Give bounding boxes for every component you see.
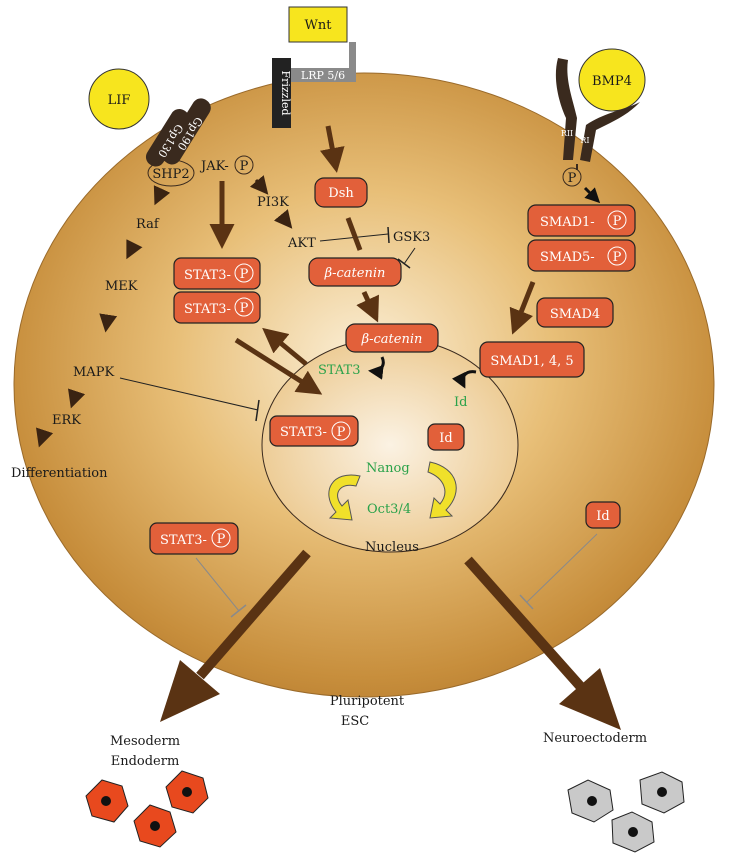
- ri-label: RI: [580, 136, 589, 145]
- svg-text:β-catenin: β-catenin: [361, 332, 423, 347]
- svg-text:SMAD1-: SMAD1-: [540, 215, 595, 230]
- nanog-oct-loop-left: [328, 474, 361, 521]
- beta-catenin-cyto-box: β-catenin: [308, 257, 402, 287]
- arrow-to-neuro: [464, 556, 621, 730]
- bmp-phospho: [562, 167, 582, 187]
- svg-text:P: P: [240, 301, 249, 316]
- endoderm-label: Endoderm: [111, 754, 180, 769]
- svg-text:SMAD4: SMAD4: [550, 307, 600, 322]
- lif-ligand: [88, 68, 150, 130]
- nucleus-stat3p-box: STAT3- P: [269, 415, 359, 447]
- svg-text:Id: Id: [596, 509, 609, 524]
- nanog-label: Nanog: [366, 461, 410, 476]
- jak-label: JAK-: [199, 159, 229, 174]
- pi3k-label: PI3K: [257, 195, 289, 210]
- lower-id-box: Id: [585, 501, 621, 529]
- jak-phospho: [234, 155, 254, 175]
- differentiation-label: Differentiation: [11, 466, 108, 481]
- bmp4-label: BMP4: [592, 74, 632, 89]
- smad1p-box: SMAD1- P: [527, 204, 636, 237]
- lower-stat3p-box: STAT3- P: [149, 522, 239, 555]
- mapk-inhibition: [119, 377, 259, 411]
- svg-text:β-catenin: β-catenin: [324, 266, 386, 281]
- shp2-label: SHP2: [152, 167, 189, 182]
- neuro-cell: [639, 771, 685, 814]
- gsk3-label: GSK3: [393, 230, 430, 245]
- shp2-node: [147, 159, 195, 187]
- svg-text:SMAD5-: SMAD5-: [540, 250, 595, 265]
- neuro-cell: [567, 779, 614, 823]
- nucleus-label: Nucleus: [365, 540, 419, 555]
- beta-catenin-nuc-box: β-catenin: [345, 323, 439, 353]
- nucleus-id-label: Id: [454, 395, 467, 410]
- stat3p-box-2: STAT3- P: [173, 291, 261, 324]
- svg-text:STAT3-: STAT3-: [280, 425, 327, 440]
- cell-label-line2: ESC: [341, 714, 369, 729]
- meso-cell: [85, 779, 129, 823]
- akt-label: AKT: [287, 236, 316, 251]
- rii-label: RII: [561, 129, 573, 138]
- nanog-oct-loop-right: [427, 461, 457, 519]
- nucleus-id-box: Id: [427, 423, 465, 451]
- svg-text:P: P: [240, 159, 249, 174]
- mapk-label: MAPK: [73, 365, 114, 380]
- svg-text:P: P: [217, 532, 226, 547]
- frizzled-label: Frizzled: [279, 70, 292, 115]
- smad145-box: SMAD1, 4, 5: [479, 341, 585, 378]
- smad5p-box: SMAD5- P: [527, 239, 636, 272]
- meso-cell: [133, 804, 177, 848]
- neuroectoderm-label: Neuroectoderm: [543, 731, 647, 746]
- meso-cell: [165, 770, 209, 814]
- nucleus-stat3-label: STAT3: [318, 363, 361, 378]
- wnt-ligand: Wnt: [288, 6, 348, 43]
- frizzled-receptor: Frizzled: [272, 58, 292, 128]
- svg-text:SMAD1, 4, 5: SMAD1, 4, 5: [490, 354, 573, 369]
- bmp-receptors: RII RI: [555, 58, 640, 162]
- neuro-cell: [611, 811, 655, 853]
- svg-text:P: P: [568, 171, 577, 186]
- svg-text:P: P: [337, 425, 346, 440]
- erk-label: ERK: [52, 413, 81, 428]
- wnt-label: Wnt: [305, 18, 333, 33]
- svg-text:P: P: [613, 250, 622, 265]
- cell-label-line1: Pluripotent: [330, 694, 405, 709]
- svg-text:STAT3-: STAT3-: [160, 533, 207, 548]
- stat3p-box-1: STAT3- P: [173, 257, 261, 290]
- id-inhibits-neuro: [526, 533, 598, 603]
- lif-label: LIF: [108, 93, 131, 108]
- gsk3-inhibits-bcat: [403, 247, 416, 265]
- arrow-to-meso: [160, 549, 311, 722]
- stat3p-inhibits-meso: [195, 557, 240, 612]
- svg-text:STAT3-: STAT3-: [184, 268, 231, 283]
- svg-text:Dsh: Dsh: [328, 186, 354, 201]
- svg-text:P: P: [240, 267, 249, 282]
- oct-label: Oct3/4: [367, 502, 411, 517]
- mesoderm-label: Mesoderm: [110, 734, 180, 749]
- lrp-label: LRP 5/6: [301, 69, 345, 82]
- mek-label: MEK: [105, 279, 138, 294]
- dsh-box: Dsh: [314, 177, 368, 208]
- lrp-receptor: LRP 5/6: [291, 42, 356, 82]
- svg-text:Id: Id: [439, 431, 452, 446]
- smad4-box: SMAD4: [536, 297, 614, 328]
- raf-label: Raf: [136, 217, 160, 232]
- bmp4-ligand: [578, 48, 646, 112]
- svg-text:P: P: [613, 214, 622, 229]
- svg-text:STAT3-: STAT3-: [184, 302, 231, 317]
